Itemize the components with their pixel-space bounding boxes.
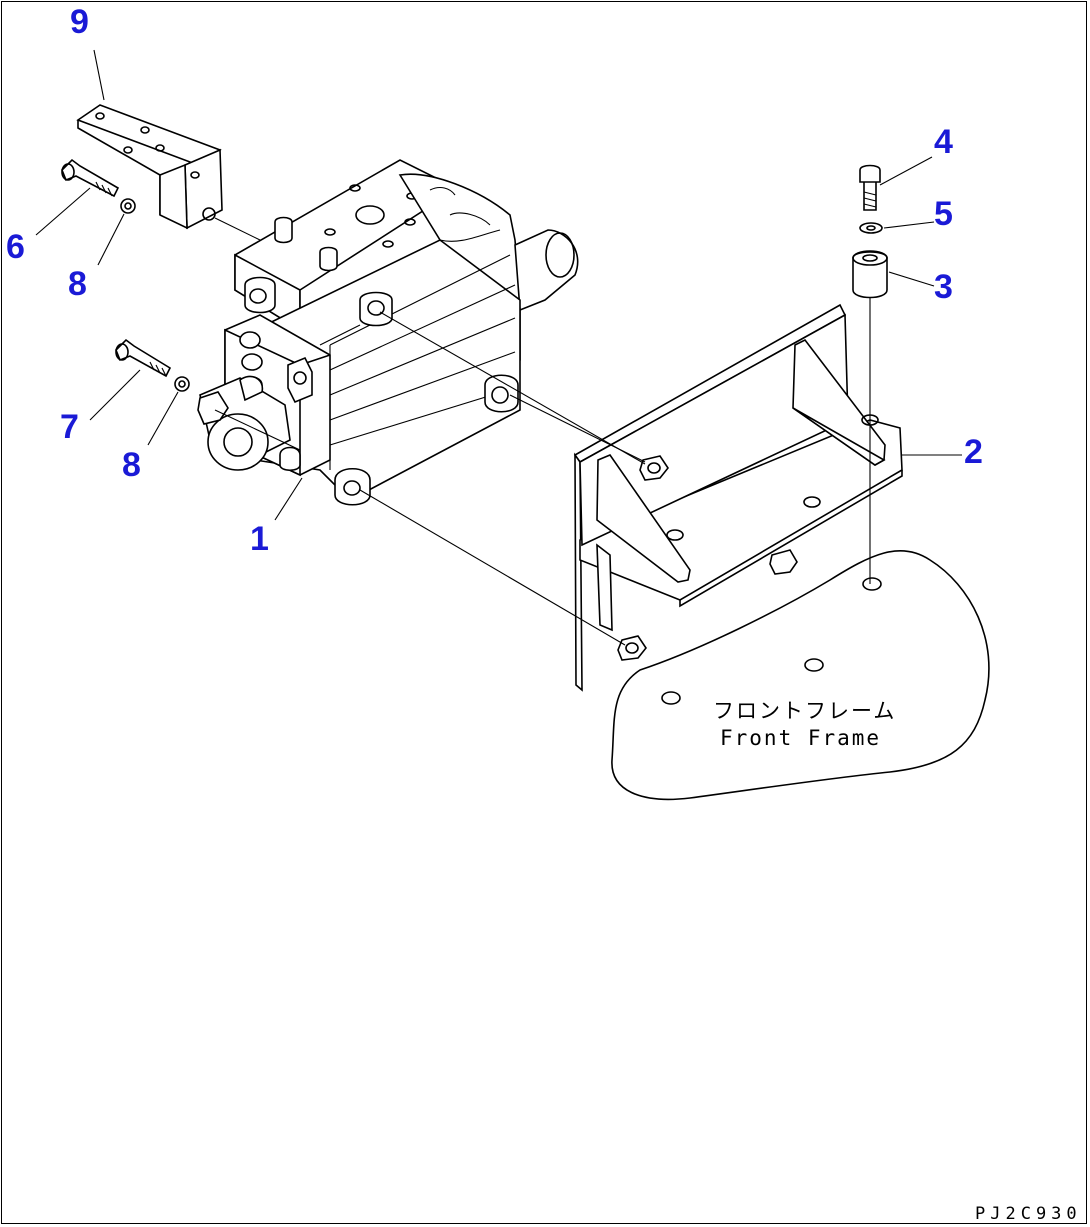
bolt-7 <box>115 338 172 378</box>
callout-6: 6 <box>6 228 25 266</box>
callout-1: 1 <box>250 520 269 558</box>
plate-bracket <box>76 104 223 230</box>
callout-5: 5 <box>934 195 953 233</box>
front-frame-label-en: Front Frame <box>720 726 881 750</box>
assembly-lines <box>214 217 871 646</box>
washer-5 <box>859 222 883 234</box>
callout-2: 2 <box>964 433 983 471</box>
callout-numbers: 9 6 8 7 8 1 4 5 3 2 <box>6 3 983 558</box>
callout-4: 4 <box>934 123 953 161</box>
washer-8-upper <box>120 198 136 214</box>
mounting-bracket <box>573 303 903 692</box>
callout-8-upper: 8 <box>68 265 87 303</box>
callout-8-lower: 8 <box>122 446 141 484</box>
washer-8-lower <box>174 376 190 392</box>
callout-3: 3 <box>934 268 953 306</box>
front-frame-label-jp: フロントフレーム <box>713 699 896 723</box>
front-frame: フロントフレーム Front Frame <box>611 550 990 801</box>
bolt-6 <box>61 158 120 198</box>
spacer-3 <box>852 250 888 299</box>
leader-lines <box>35 49 962 521</box>
callout-7: 7 <box>60 408 79 446</box>
callout-9: 9 <box>70 3 89 41</box>
bolt-4 <box>859 164 881 211</box>
drawing-code: PJ2C930 <box>975 1204 1082 1224</box>
control-valve <box>197 159 579 506</box>
